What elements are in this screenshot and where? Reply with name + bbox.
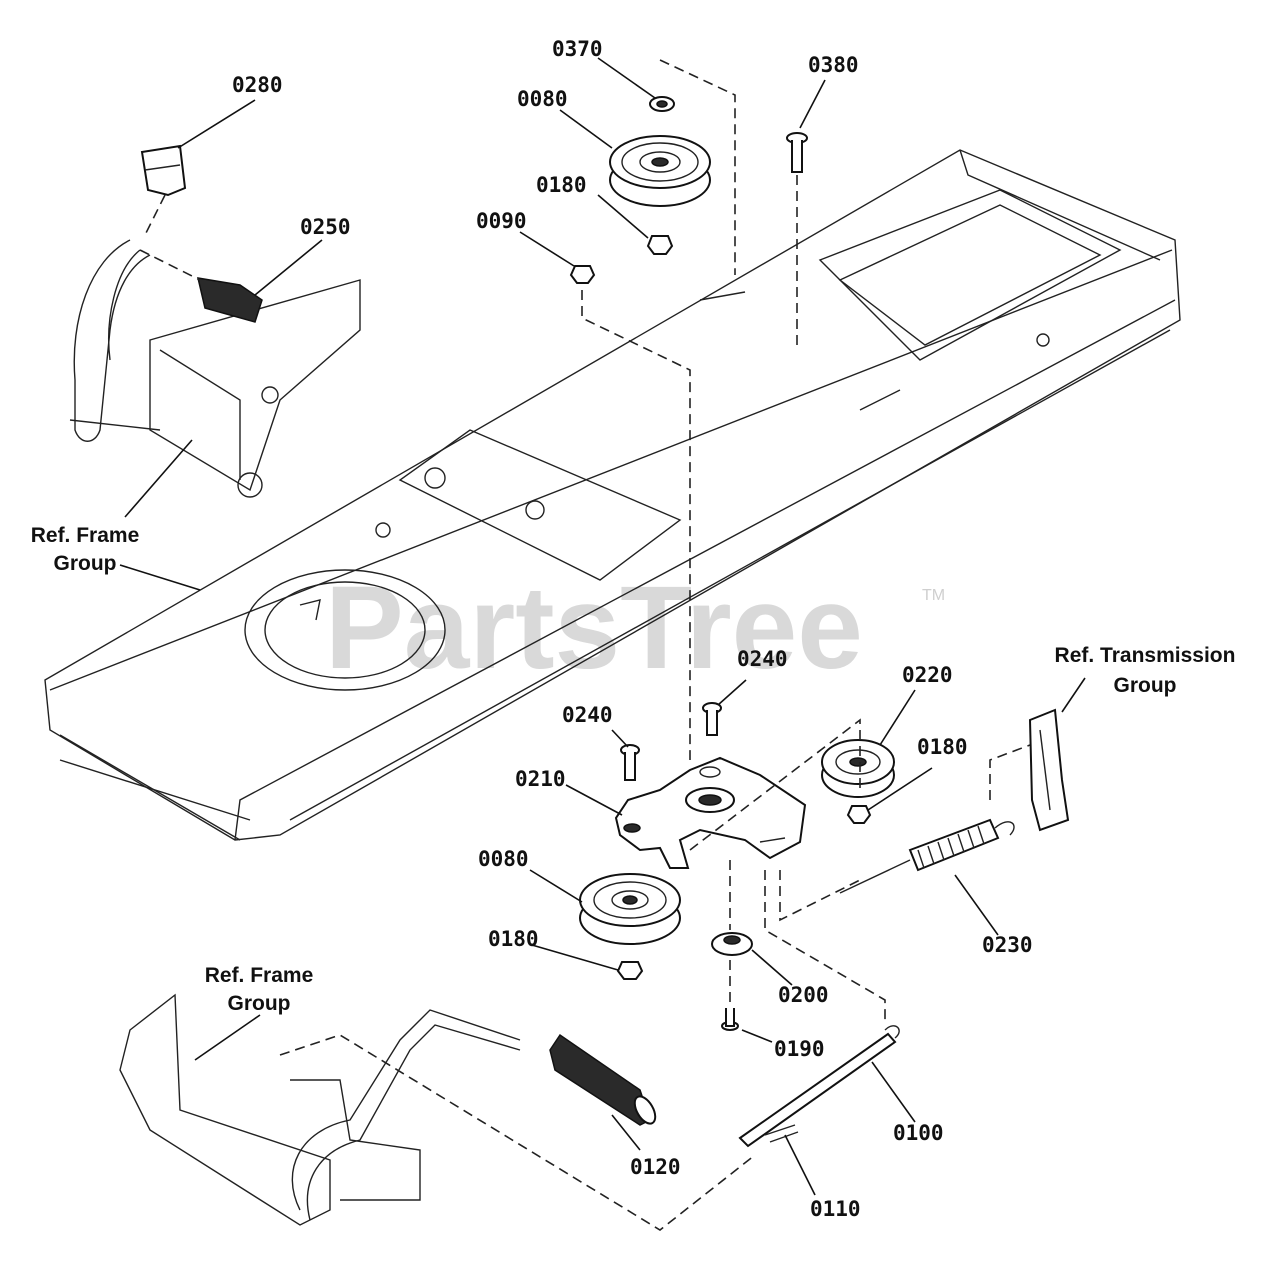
trademark-text: TM bbox=[922, 587, 945, 604]
label-0110: 0110 bbox=[810, 1197, 861, 1221]
part-0200-washer bbox=[711, 932, 753, 956]
label-0180-top: 0180 bbox=[536, 173, 587, 197]
transmission-bracket bbox=[1028, 708, 1070, 832]
part-0380-bolt bbox=[786, 132, 808, 345]
part-0230-spring bbox=[839, 818, 1015, 894]
label-0250: 0250 bbox=[300, 215, 351, 239]
part-0240-bolt-right bbox=[702, 702, 722, 736]
ref-frame-group-top-line1: Ref. Frame bbox=[31, 524, 140, 547]
label-0370: 0370 bbox=[552, 37, 603, 61]
label-0380: 0380 bbox=[808, 53, 859, 77]
label-0280: 0280 bbox=[232, 73, 283, 97]
label-0090: 0090 bbox=[476, 209, 527, 233]
drive-pedal-assembly bbox=[119, 993, 756, 1231]
label-0200: 0200 bbox=[778, 983, 829, 1007]
part-0220-pulley bbox=[821, 739, 895, 798]
ref-frame-group-bottom-line2: Group bbox=[228, 992, 291, 1015]
part-0180-nut-low bbox=[616, 961, 644, 980]
assembly-line-spring bbox=[779, 744, 1031, 922]
label-0240-right: 0240 bbox=[737, 647, 788, 671]
watermark-text: PartsTree bbox=[325, 562, 863, 694]
leader-lines bbox=[119, 57, 1086, 1196]
label-0220: 0220 bbox=[902, 663, 953, 687]
assembly-line-rod bbox=[764, 870, 886, 1020]
label-0230: 0230 bbox=[982, 933, 1033, 957]
label-0180-mid: 0180 bbox=[917, 735, 968, 759]
label-0210: 0210 bbox=[515, 767, 566, 791]
ref-transmission-group-line2: Group bbox=[1114, 674, 1177, 697]
label-0240-left: 0240 bbox=[562, 703, 613, 727]
part-0210-idler-bracket bbox=[614, 756, 807, 869]
label-0120: 0120 bbox=[630, 1155, 681, 1179]
part-0080-idler-pulley-low bbox=[579, 873, 681, 945]
brake-pedal-assembly bbox=[69, 239, 361, 498]
label-0080-low: 0080 bbox=[478, 847, 529, 871]
part-0080-idler-pulley-top bbox=[609, 135, 711, 207]
part-0370-spacer bbox=[649, 96, 675, 112]
part-0110-clip bbox=[764, 1124, 799, 1143]
assembly-line-top bbox=[659, 59, 736, 275]
ref-frame-group-top-line2: Group bbox=[54, 552, 117, 575]
ref-transmission-group-line1: Ref. Transmission bbox=[1055, 644, 1236, 667]
label-0100: 0100 bbox=[893, 1121, 944, 1145]
part-0090-nut bbox=[569, 265, 596, 284]
part-0180-nut-mid bbox=[846, 805, 872, 824]
part-0250-pad bbox=[139, 249, 263, 323]
label-0080-top: 0080 bbox=[517, 87, 568, 111]
label-0180-low: 0180 bbox=[488, 927, 539, 951]
ref-frame-group-bottom-line1: Ref. Frame bbox=[205, 964, 314, 987]
assembly-line-pulley bbox=[689, 718, 861, 851]
part-0120-pedal-grip bbox=[549, 1033, 657, 1126]
part-0180-nut-top bbox=[646, 235, 674, 255]
part-0190-bolt bbox=[721, 1008, 739, 1031]
part-0280-pedal-pad bbox=[140, 144, 187, 236]
label-0190: 0190 bbox=[774, 1037, 825, 1061]
part-0100-rod bbox=[738, 1025, 900, 1148]
frame-chassis bbox=[44, 149, 1181, 841]
assembly-line-center bbox=[581, 290, 691, 760]
part-0240-bolt-left bbox=[620, 744, 640, 781]
